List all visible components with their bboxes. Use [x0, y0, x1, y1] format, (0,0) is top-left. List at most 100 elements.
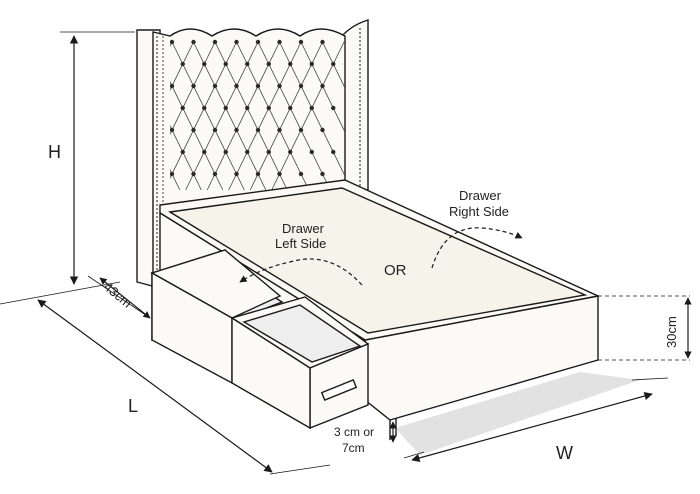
- leg-label-line1: 3 cm or: [334, 425, 374, 439]
- drawer-left-label-line1: Drawer: [282, 221, 325, 236]
- tufting-button-icon: [266, 105, 271, 111]
- tufting-button-icon: [320, 39, 325, 45]
- tufting-button-icon: [223, 105, 228, 111]
- width-dimension: [403, 377, 669, 463]
- tufting-seam: [193, 41, 267, 191]
- tufting-seam: [57, 42, 129, 190]
- tufting-seam: [170, 41, 224, 191]
- tufting-button-icon: [234, 39, 239, 45]
- tufting-seam: [249, 41, 323, 191]
- tufting-button-icon: [277, 127, 282, 133]
- tufting-seam: [236, 41, 310, 191]
- tufting-button-icon: [277, 171, 282, 177]
- tufting-button-icon: [298, 127, 304, 133]
- left-curved-arrow-icon: [239, 258, 363, 286]
- tufting-button-icon: [212, 171, 218, 177]
- tufting-button-icon: [223, 149, 228, 155]
- tufting-seam: [257, 41, 331, 191]
- tufting-button-icon: [320, 127, 325, 133]
- tufting-button-icon: [255, 83, 261, 89]
- tufting-seam: [0, 42, 65, 190]
- tufting-button-icon: [234, 83, 239, 89]
- tufting-button-icon: [288, 61, 293, 67]
- headboard: [136, 19, 369, 296]
- tufting-button-icon: [170, 127, 175, 133]
- tufting-seam: [0, 42, 72, 190]
- tufting-seam: [206, 41, 280, 191]
- tufting-button-icon: [191, 83, 196, 89]
- tufting-button-icon: [212, 83, 218, 89]
- tufting-seam: [43, 42, 115, 190]
- tufting-button-icon: [202, 61, 207, 67]
- tufting-button-icon: [309, 149, 314, 155]
- tufting-seam: [14, 42, 86, 190]
- tufting-button-icon: [309, 105, 314, 111]
- drawer-right-label-line2: Right Side: [449, 204, 509, 219]
- tufting-seam: [0, 42, 43, 190]
- tufting-button-icon: [298, 39, 304, 45]
- or-label: OR: [384, 262, 407, 279]
- width-label: W: [556, 443, 573, 463]
- tufting-button-icon: [212, 39, 218, 45]
- tufting-button-icon: [245, 61, 250, 67]
- tufting-button-icon: [331, 105, 336, 111]
- tufting-button-icon: [309, 61, 314, 67]
- length-label: L: [128, 396, 138, 416]
- drawer-right-label-line1: Drawer: [459, 188, 502, 203]
- tufting-button-icon: [180, 61, 185, 67]
- tufting-seam: [35, 42, 107, 190]
- height-label: H: [48, 142, 61, 162]
- tufting-button-icon: [288, 149, 293, 155]
- tufting-button-icon: [170, 83, 175, 89]
- length-dimension: [0, 281, 331, 475]
- headboard-wing-right: [341, 19, 369, 191]
- tufting-seam: [171, 41, 245, 191]
- tufting-button-icon: [298, 171, 304, 177]
- base-height-label: 30cm: [664, 316, 679, 348]
- tufting-buttons: [170, 39, 336, 177]
- tufting-button-icon: [266, 149, 271, 155]
- height-dimension: [60, 31, 135, 285]
- tufting-button-icon: [202, 105, 207, 111]
- tufting-button-icon: [288, 105, 293, 111]
- tufting-seam: [228, 41, 302, 191]
- tufting-button-icon: [202, 149, 207, 155]
- mattress-top: [167, 187, 588, 334]
- tufting-seam: [300, 41, 345, 191]
- tufting-button-icon: [191, 39, 196, 45]
- tufting-seam: [271, 41, 345, 191]
- tufting-seam: [22, 42, 94, 190]
- drawer-handle: [320, 379, 358, 401]
- tufting-button-icon: [266, 61, 271, 67]
- tufting-button-icon: [223, 61, 228, 67]
- tufting-button-icon: [255, 127, 261, 133]
- depth-label: 43cm: [101, 279, 135, 311]
- base-height-dimension: [598, 295, 692, 361]
- tufting-button-icon: [277, 39, 282, 45]
- leg-label-line2: 7cm: [342, 441, 365, 455]
- tufting-pattern: [0, 41, 345, 191]
- drawer-direction-arrows: [239, 227, 523, 286]
- tufting-button-icon: [320, 83, 325, 89]
- headboard-front: [152, 28, 346, 296]
- tufting-seam: [214, 41, 288, 191]
- tufting-button-icon: [255, 171, 261, 177]
- tufting-seam: [170, 41, 216, 191]
- tufting-seam: [170, 41, 202, 191]
- tufting-button-icon: [277, 83, 282, 89]
- tufting-button-icon: [180, 105, 185, 111]
- tufting-seam: [170, 41, 194, 191]
- tufting-button-icon: [255, 39, 261, 45]
- tufting-seam: [279, 41, 345, 191]
- tufting-seam: [0, 42, 22, 190]
- tufting-button-icon: [320, 171, 325, 177]
- tufting-button-icon: [212, 127, 218, 133]
- tufting-button-icon: [170, 39, 175, 45]
- right-curved-arrow-icon: [431, 227, 523, 269]
- tufting-seam: [170, 41, 237, 191]
- tufting-button-icon: [234, 171, 239, 177]
- tufting-seam: [322, 41, 345, 191]
- tufting-button-icon: [245, 149, 250, 155]
